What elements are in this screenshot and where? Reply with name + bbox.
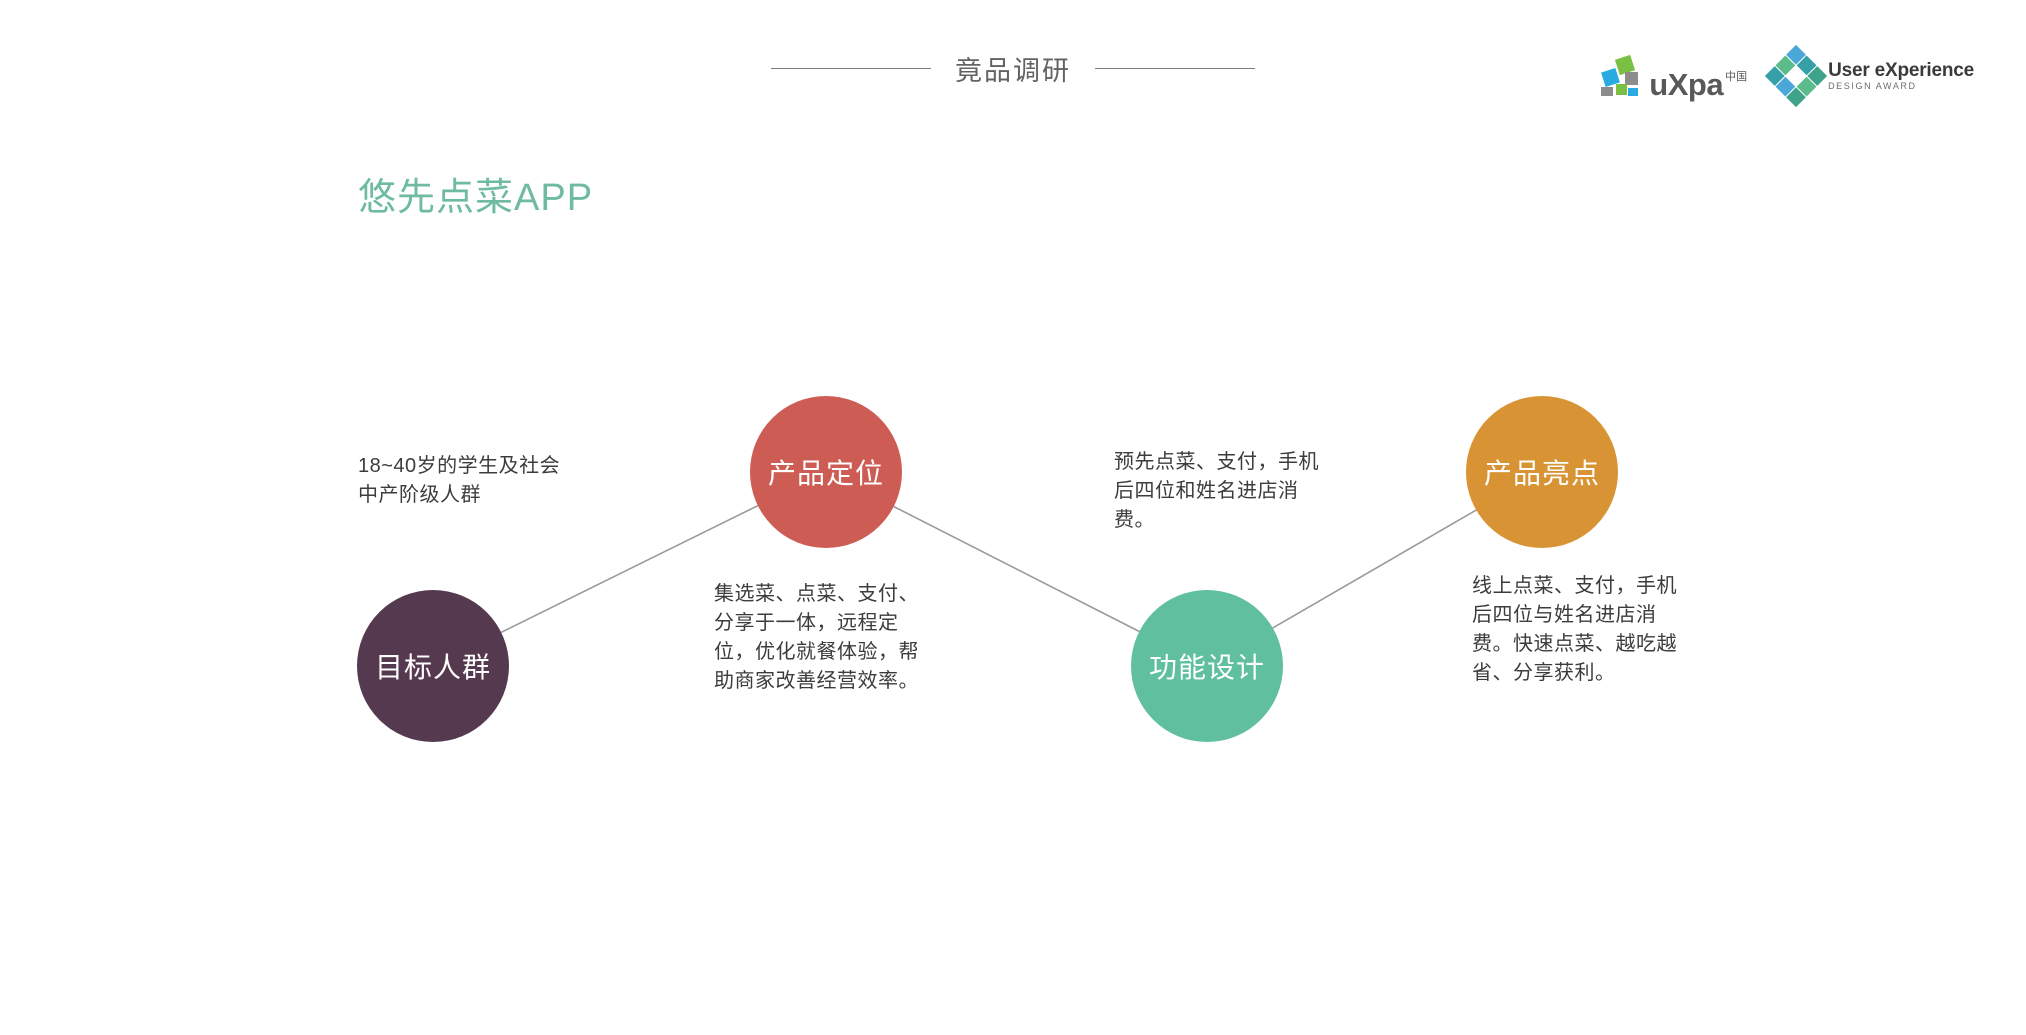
node-target-audience[interactable]: 目标人群: [357, 590, 509, 742]
uxda-subtitle: DESIGN AWARD: [1828, 80, 1917, 91]
caption-target-audience: 18~40岁的学生及社会中产阶级人群: [358, 455, 561, 506]
uxpa-logo: uXpa 中国: [1601, 53, 1748, 102]
node-product-highlights[interactable]: 产品亮点: [1466, 396, 1618, 548]
node-function-design[interactable]: 功能设计: [1131, 590, 1283, 742]
brand-logo-bar: uXpa 中国 User eXperience DESIGN AWARD: [1601, 44, 1974, 108]
node-product-highlights-label: 产品亮点: [1483, 458, 1600, 489]
uxda-text-block: User eXperience DESIGN AWARD: [1828, 59, 1974, 91]
uxpa-squares-icon: [1601, 54, 1645, 99]
caption-function-design: 预先点菜、支付，手机后四位和姓名进店消费。: [1114, 451, 1319, 531]
page-title: 悠先点菜APP: [358, 177, 594, 219]
header-rule-right: [1095, 67, 1255, 69]
node-product-positioning[interactable]: 产品定位: [750, 396, 902, 548]
uxpa-region-text: 中国: [1725, 70, 1748, 83]
node-target-audience-label: 目标人群: [374, 652, 491, 683]
node-product-positioning-label: 产品定位: [767, 458, 884, 489]
node-function-design-label: 功能设计: [1148, 652, 1265, 683]
uxpa-wordmark: uXpa 中国: [1649, 66, 1748, 102]
slide-header: 竟品调研: [0, 48, 2026, 88]
caption-product-highlights: 线上点菜、支付，手机后四位与姓名进店消费。快速点菜、越吃越省、分享获利。: [1472, 575, 1677, 684]
uxda-logo: User eXperience DESIGN AWARD: [1764, 44, 1974, 108]
header-rule-left: [771, 67, 931, 69]
caption-product-positioning: 集选菜、点菜、支付、分享于一体，远程定位，优化就餐体验，帮助商家改善经营效率。: [714, 583, 919, 692]
slide-header-title: 竟品调研: [955, 55, 1071, 86]
uxda-title: User eXperience: [1828, 59, 1974, 81]
uxpa-wordmark-text: uXpa: [1649, 66, 1724, 102]
